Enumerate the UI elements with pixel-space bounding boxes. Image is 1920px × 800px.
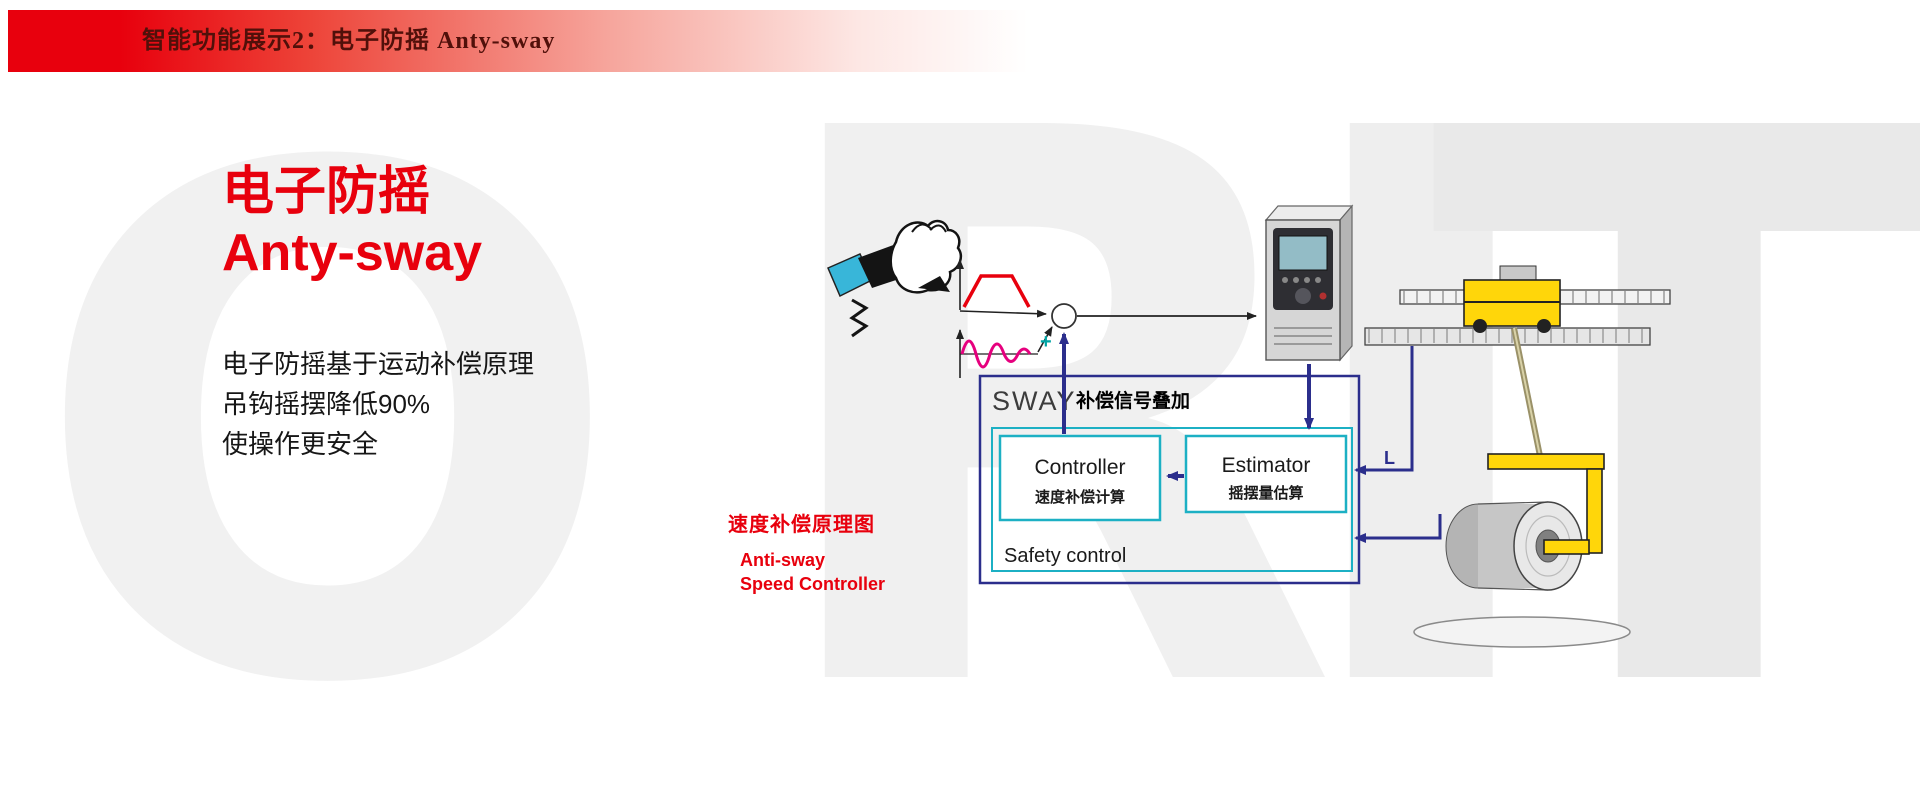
estimator-subtitle: 摇摆量估算: [1228, 484, 1303, 502]
controller-subtitle: 速度补偿计算: [1035, 488, 1125, 506]
inverter-dial: [1295, 288, 1311, 304]
description-line-2: 吊钩摇摆降低90%: [222, 388, 431, 419]
sway-sine-curve: [960, 339, 1032, 369]
page-title: 电子防摇 Anty-sway: [222, 162, 534, 284]
trolley-wheel: [1473, 319, 1487, 333]
rope-length-feedback-line: [1354, 346, 1414, 475]
hoist-motor: [1499, 265, 1537, 281]
page-title-en: Anty-sway: [222, 223, 483, 282]
intro-block: 电子防摇 Anty-sway 电子防摇基于运动补偿原理 吊钩摇摆降低90% 使操…: [222, 162, 534, 464]
inverter-drive: [1264, 204, 1354, 362]
diagram-canvas: +: [827, 204, 1671, 648]
spreader-top-bar: [1487, 453, 1605, 470]
rail-girder-front: [1364, 327, 1651, 346]
trolley-wheel: [1537, 319, 1551, 333]
watermark-letter-r: R: [755, 0, 1341, 800]
vibration-zigzag-icon: [849, 298, 869, 338]
load-shadow: [1413, 616, 1631, 648]
sway-block-border: [978, 374, 1361, 585]
inverter-screen: [1278, 235, 1328, 271]
spreader-arm: [1586, 468, 1603, 554]
sway-feedback-line: [1354, 514, 1442, 543]
controller-title: Controller: [1034, 456, 1125, 479]
header-title: 智能功能展示2：电子防摇 Anty-sway: [142, 28, 556, 54]
sway-block-caption: 补偿信号叠加: [1076, 389, 1190, 412]
safety-control-label: Safety control: [1004, 545, 1126, 567]
description: 电子防摇基于运动补偿原理 吊钩摇摆降低90% 使操作更安全: [222, 344, 534, 464]
diagram-caption-en-line2: Speed Controller: [740, 574, 886, 594]
diagram-caption-en: Anti-sway Speed Controller: [740, 548, 885, 596]
speed-command-plot: [956, 259, 1047, 318]
header-bar: 智能功能展示2：电子防摇 Anty-sway: [8, 10, 1920, 72]
spreader-lifting-pin: [1543, 539, 1590, 555]
watermark-letter-t: T: [1430, 0, 1920, 800]
watermark-letter-o: O: [30, 22, 626, 800]
rope-length-label: L: [1384, 448, 1395, 468]
plus-sign: +: [1040, 331, 1052, 353]
sway-block-title: SWAY: [992, 386, 1077, 416]
operator-hand-illustration: [827, 219, 962, 338]
watermark-letter-i: I: [1280, 0, 1563, 800]
summing-junction: [1051, 303, 1077, 329]
description-line-1: 电子防摇基于运动补偿原理: [222, 348, 535, 379]
diagram-caption-en-line1: Anti-sway: [740, 550, 826, 570]
sway-oscillation-plot: [956, 326, 1053, 378]
page-title-cn: 电子防摇: [222, 163, 431, 221]
safety-control-border: [991, 427, 1353, 572]
description-line-3: 使操作更安全: [222, 428, 379, 459]
estimator-title: Estimator: [1222, 454, 1311, 477]
anti-sway-principle-diagram: +: [800, 180, 1700, 660]
estimator-box: [1184, 434, 1348, 514]
diagram-caption-cn: 速度补偿原理图: [728, 514, 875, 536]
trapezoid-speed-curve: [962, 274, 1031, 308]
crane-trolley-assembly: [1364, 265, 1671, 648]
controller-box: [998, 434, 1162, 522]
